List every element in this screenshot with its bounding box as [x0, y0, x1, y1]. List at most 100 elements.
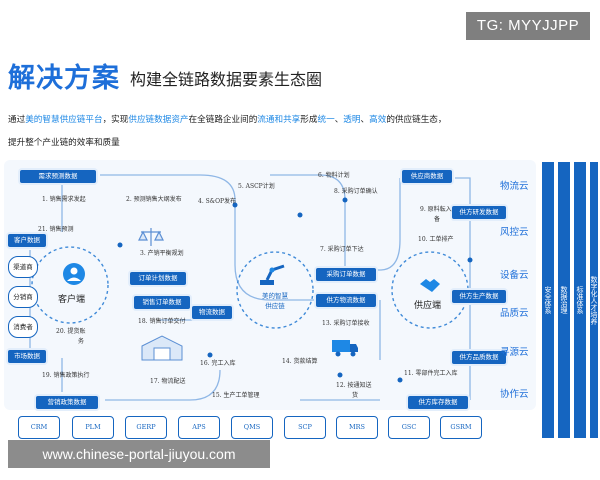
step-label: 6. 物料计划: [318, 172, 350, 179]
step-label: 21. 销售预测: [38, 226, 74, 233]
system-plm: PLM: [72, 416, 114, 439]
flow-dot: [467, 257, 473, 263]
desc-highlight: 流通和共享: [257, 115, 301, 125]
step-label: 7. 采购订单下达: [320, 246, 364, 253]
step-label: 15. 生产工单管理: [212, 392, 260, 399]
badge-supplier-quality: 供方品质数据: [452, 351, 506, 364]
flow-dot: [342, 197, 348, 203]
desc-part: 通过: [8, 115, 26, 125]
badge-supplier-production: 供方生产数据: [452, 290, 506, 303]
step-label: 货: [352, 392, 359, 399]
connector-line: [100, 174, 236, 265]
page-subtitle: 构建全链路数据要素生态圈: [130, 70, 323, 89]
cloud-sourcing: 寻源云: [500, 347, 529, 358]
warehouse-icon: [141, 335, 183, 361]
cloud-risk: 风控云: [500, 227, 529, 238]
supplier-side-label: 供应端: [414, 301, 442, 311]
connector-line: [105, 369, 221, 401]
step-label: 3. 产销平衡规划: [140, 250, 184, 257]
desc-part: ，实现: [102, 115, 129, 125]
desc-part: 形成: [300, 115, 318, 125]
step-label: 务: [78, 338, 85, 345]
page-title: 解决方案: [8, 63, 120, 94]
desc-highlight: 供应链数据资产: [128, 115, 189, 125]
description-line-2: 提升整个产业链的效率和质量: [8, 138, 120, 148]
bar-standards: 标准体系: [574, 162, 586, 438]
badge-demand-forecast: 需求预测数据: [20, 170, 96, 183]
flow-dot: [397, 377, 403, 383]
customer-side-label: 客户端: [58, 295, 86, 305]
system-scp: SCP: [284, 416, 326, 439]
badge-supplier-rd: 供方研发数据: [452, 206, 506, 219]
badge-customer: 客户数据: [8, 234, 46, 247]
watermark-tg: TG: MYYJJPP: [466, 12, 590, 40]
watermark-url: www.chinese-portal-jiuyou.com: [8, 440, 270, 468]
badge-supplier-logistics: 供方物流数据: [316, 294, 376, 307]
step-label: 2. 预测销售大纲发布: [126, 196, 182, 203]
desc-highlight: 高效: [369, 115, 387, 125]
step-label: 1. 销售需求发起: [42, 196, 86, 203]
desc-part: 的供应链生态，: [386, 115, 447, 125]
connector-line: [455, 177, 471, 400]
step-label: 18. 销售订单交付: [138, 318, 186, 325]
badge-procurement-order: 采购订单数据: [316, 268, 376, 281]
step-label: 11. 零部件完工入库: [404, 370, 458, 377]
badge-sales-order: 销售订单数据: [134, 296, 190, 309]
step-label: 12. 按通知送: [336, 382, 372, 389]
desc-highlight: 美的智慧供应链平台: [25, 115, 103, 125]
system-crm: CRM: [18, 416, 60, 439]
flow-dot: [207, 352, 213, 358]
cloud-quality: 品质云: [500, 308, 529, 319]
customer-ring: [31, 246, 109, 324]
step-label: 5. ASCP计划: [238, 183, 275, 190]
step-label: 8. 采购订单确认: [334, 188, 378, 195]
system-mrs: MRS: [336, 416, 378, 439]
cloud-logistics: 物流云: [500, 181, 529, 192]
desc-part: 在全链路企业间的: [188, 115, 258, 125]
bar-data-governance: 数据治理: [558, 162, 570, 438]
system-aps: APS: [178, 416, 220, 439]
cloud-equipment: 设备云: [500, 270, 529, 281]
system-gsc: GSC: [388, 416, 430, 439]
system-qms: QMS: [231, 416, 273, 439]
step-label: 17. 物流配送: [150, 378, 186, 385]
handshake-icon: [420, 279, 440, 292]
customer-icon: [63, 263, 85, 285]
system-gerp: GERP: [125, 416, 167, 439]
customer-pill: 消费者: [8, 316, 38, 338]
badge-marketing-policy: 营销政策数据: [36, 396, 98, 409]
step-label: 4. S&OP发布: [198, 198, 237, 205]
badge-supplier-inventory: 供方库存数据: [408, 396, 468, 409]
desc-highlight: 统一: [317, 115, 335, 125]
bar-security: 安全体系: [542, 162, 554, 438]
truck-icon: [332, 340, 358, 357]
flow-dot: [117, 242, 123, 248]
badge-order-plan: 订单计划数据: [130, 272, 186, 285]
step-label: 20. 提货账: [56, 328, 86, 335]
desc-part: 、: [360, 115, 370, 125]
balance-scale-icon: [138, 228, 164, 246]
robot-arm-icon: [260, 264, 285, 285]
badge-logistics: 物流数据: [192, 306, 232, 319]
flow-dot: [297, 212, 303, 218]
desc-highlight: 透明: [343, 115, 361, 125]
step-label: 备: [434, 216, 441, 223]
center-ring: [236, 251, 314, 329]
step-label: 16. 完工入库: [200, 360, 236, 367]
badge-supplier: 供应商数据: [402, 170, 452, 183]
cloud-collaboration: 协作云: [500, 389, 529, 400]
bar-talent: 数字化人才培养: [590, 162, 598, 438]
step-label: 19. 销售政策执行: [42, 372, 90, 379]
customer-pill: 渠道商: [8, 256, 38, 278]
flow-dot: [232, 202, 238, 208]
badge-market: 市场数据: [8, 350, 46, 363]
step-label: 13. 采购订单接收: [322, 320, 370, 327]
center-label-line2: 供应链: [265, 302, 285, 310]
step-label: 10. 工单排产: [418, 236, 454, 243]
connector-line: [345, 178, 401, 271]
connector-line: [234, 264, 330, 301]
center-label-line1: 美的智慧: [262, 292, 288, 300]
system-gsrm: GSRM: [440, 416, 482, 439]
step-label: 14. 货款结算: [282, 358, 318, 365]
